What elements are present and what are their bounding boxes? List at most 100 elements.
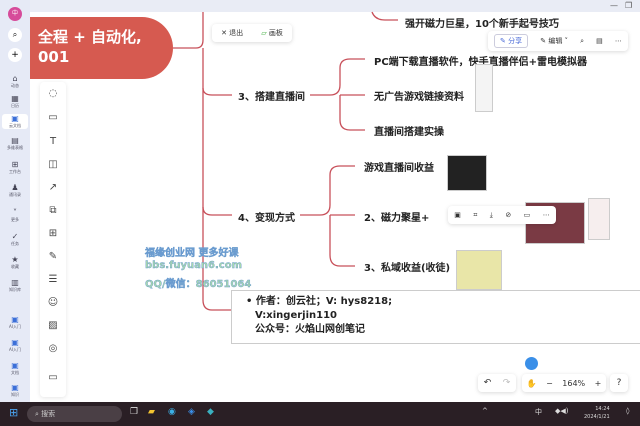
image-thumbnail[interactable] bbox=[447, 155, 487, 191]
connector bbox=[310, 58, 365, 131]
app-icon[interactable]: ◈ bbox=[188, 407, 195, 417]
note-line: 公众号：火焰山网创笔记 bbox=[255, 324, 365, 335]
undo-icon[interactable]: ↶ bbox=[483, 378, 492, 388]
add-icon[interactable]: + bbox=[8, 48, 22, 62]
image-thumbnail[interactable] bbox=[588, 198, 610, 240]
watermark-line: bbs.fuyuan6.com bbox=[145, 260, 243, 271]
mindmap-connectors bbox=[173, 11, 398, 311]
browser-icon[interactable]: ◉ bbox=[168, 407, 176, 417]
taskbar-search[interactable]: ⌕ 搜索 bbox=[27, 406, 122, 422]
crop-icon[interactable]: ⌗ bbox=[473, 210, 478, 219]
sticker-tool-icon[interactable]: ☺ bbox=[47, 297, 59, 308]
connector bbox=[202, 48, 232, 311]
image-thumbnail[interactable] bbox=[475, 64, 493, 112]
present-tool-icon[interactable]: ▭ bbox=[48, 372, 58, 383]
search-icon[interactable]: ⌕ bbox=[580, 36, 585, 45]
history-icon[interactable]: ▤ bbox=[596, 37, 603, 45]
sidebar-item-10[interactable]: ▣AI入门 bbox=[2, 315, 28, 330]
image-icon[interactable]: ▣ bbox=[454, 211, 461, 219]
sidebar-item-12[interactable]: ▣文档 bbox=[2, 361, 28, 376]
star-icon: ★ bbox=[11, 255, 19, 264]
redo-icon[interactable]: ↷ bbox=[502, 378, 511, 388]
minimize-button[interactable]: — bbox=[610, 1, 618, 10]
drawing-toolbar: ◌ ▭ T ◫ ↗ ⧉ ⊞ ✎ ☰ ☺ ▨ ◎ ▭ bbox=[40, 82, 66, 397]
connector-tool-icon[interactable]: ↗ bbox=[48, 182, 58, 193]
zoom-level[interactable]: 164% bbox=[562, 378, 586, 388]
task-view-icon[interactable]: ❐ bbox=[130, 407, 139, 417]
app-icon[interactable]: ◆ bbox=[207, 407, 214, 417]
sidebar-item-9[interactable]: ▥知识库 bbox=[2, 278, 28, 293]
home-icon: ⌂ bbox=[12, 74, 18, 83]
node-4-1[interactable]: 游戏直播间收益 bbox=[364, 163, 434, 174]
windows-start-icon[interactable]: ⊞ bbox=[9, 406, 19, 419]
comment-icon[interactable]: ▭ bbox=[523, 211, 531, 219]
template-tool-icon[interactable]: ◎ bbox=[48, 343, 58, 354]
node-section-3[interactable]: 3、搭建直播间 bbox=[238, 92, 305, 103]
node-3-2[interactable]: 无广告游戏链接资料 bbox=[374, 92, 464, 103]
board-button[interactable]: ▱ 画板 bbox=[261, 29, 283, 37]
shape-tool-icon[interactable]: ◌ bbox=[48, 88, 58, 99]
zoom-controls: ✋−164% + bbox=[522, 374, 606, 392]
zoom-in-button[interactable]: + bbox=[594, 378, 602, 388]
top-toolbar: ✕ 退出 ▱ 画板 bbox=[212, 24, 292, 42]
node-4-2[interactable]: 2、磁力聚星+ bbox=[364, 213, 430, 224]
hand-icon[interactable]: ✋ bbox=[526, 378, 537, 388]
ban-icon[interactable]: ⊘ bbox=[505, 211, 512, 219]
sidebar-item-1[interactable]: ▦日历 bbox=[2, 94, 28, 109]
right-toolbar: ✎ 分享 ✎ 编辑 ˅ ⌕ ▤ ⋯ bbox=[488, 31, 628, 51]
node-top-child[interactable]: 强开磁力巨星，10个新手起号技巧 bbox=[405, 19, 559, 30]
frame-tool-icon[interactable]: ⧉ bbox=[49, 205, 57, 216]
more-icon[interactable]: ⋯ bbox=[614, 37, 622, 45]
share-button[interactable]: ✎ 分享 bbox=[494, 34, 529, 48]
tray-chevron-icon[interactable]: ^ bbox=[482, 407, 488, 415]
doc-icon: ▣ bbox=[11, 114, 19, 123]
contacts-icon: ♟ bbox=[11, 183, 19, 192]
doc-icon: ▣ bbox=[11, 361, 19, 370]
assistant-icon[interactable] bbox=[525, 357, 538, 370]
sidebar-item-5[interactable]: ♟通讯录 bbox=[2, 183, 28, 198]
sidebar-item-3[interactable]: ▤多维表格 bbox=[2, 136, 28, 151]
file-explorer-icon[interactable]: ▰ bbox=[148, 407, 155, 417]
node-3-3[interactable]: 直播间搭建实操 bbox=[374, 127, 444, 138]
exit-button[interactable]: ✕ 退出 bbox=[221, 29, 244, 37]
sidebar-item-8[interactable]: ★收藏 bbox=[2, 255, 28, 270]
rectangle-tool-icon[interactable]: ▭ bbox=[48, 112, 58, 123]
book-icon: ▥ bbox=[11, 278, 19, 287]
node-section-4[interactable]: 4、变现方式 bbox=[238, 213, 295, 224]
root-node[interactable]: 全程 + 自动化, 001 bbox=[30, 17, 173, 79]
mindmap-tool-icon[interactable]: ☰ bbox=[48, 274, 58, 285]
sidebar-item-0[interactable]: ⌂动态 bbox=[2, 74, 28, 89]
pen-tool-icon[interactable]: ✎ bbox=[48, 251, 58, 262]
connector bbox=[173, 12, 204, 49]
check-icon: ✓ bbox=[11, 232, 19, 241]
image-thumbnail[interactable] bbox=[456, 250, 502, 290]
edit-button[interactable]: ✎ 编辑 ˅ bbox=[540, 37, 569, 45]
zoom-out-button[interactable]: − bbox=[546, 378, 553, 388]
more-icon[interactable]: ⋯ bbox=[542, 211, 550, 219]
sidebar-item-4[interactable]: ⊞工作台 bbox=[2, 160, 28, 175]
download-icon[interactable]: ⤓ bbox=[489, 210, 493, 219]
node-4-3[interactable]: 3、私域收益(收徒) bbox=[364, 263, 451, 274]
sidebar-item-6[interactable]: ˅更多 bbox=[2, 208, 28, 223]
sidebar-item-7[interactable]: ✓任务 bbox=[2, 232, 28, 247]
node-3-1[interactable]: PC端下载直播软件，快手直播伴侣+雷电模拟器 bbox=[374, 57, 588, 68]
maximize-button[interactable]: ❐ bbox=[625, 1, 633, 10]
sidebar-item-11[interactable]: ▣AI入门 bbox=[2, 338, 28, 353]
note-box[interactable]: • 作者：创云社；V: hys8218; V:xingerjin110 公众号：… bbox=[231, 290, 640, 344]
note-line: V:xingerjin110 bbox=[255, 310, 338, 321]
text-tool-icon[interactable]: T bbox=[49, 136, 57, 147]
avatar[interactable]: 中 bbox=[8, 7, 22, 21]
sidebar-item-2[interactable]: ▣云文档 bbox=[2, 114, 28, 129]
search-icon[interactable]: ⌕ bbox=[8, 28, 22, 42]
doc-icon: ▣ bbox=[11, 338, 19, 347]
help-icon[interactable]: ? bbox=[610, 374, 628, 392]
ime-indicator[interactable]: 中 bbox=[535, 408, 542, 416]
network-volume-icon[interactable]: ◆◀) bbox=[555, 407, 569, 415]
sticky-note-icon[interactable]: ◫ bbox=[48, 159, 58, 170]
notification-icon[interactable]: ◊ bbox=[626, 407, 630, 415]
image-tool-icon[interactable]: ▨ bbox=[48, 320, 58, 331]
sidebar-item-13[interactable]: ▣知识 bbox=[2, 383, 28, 398]
table-tool-icon[interactable]: ⊞ bbox=[48, 228, 58, 239]
calendar-icon: ▦ bbox=[11, 94, 19, 103]
